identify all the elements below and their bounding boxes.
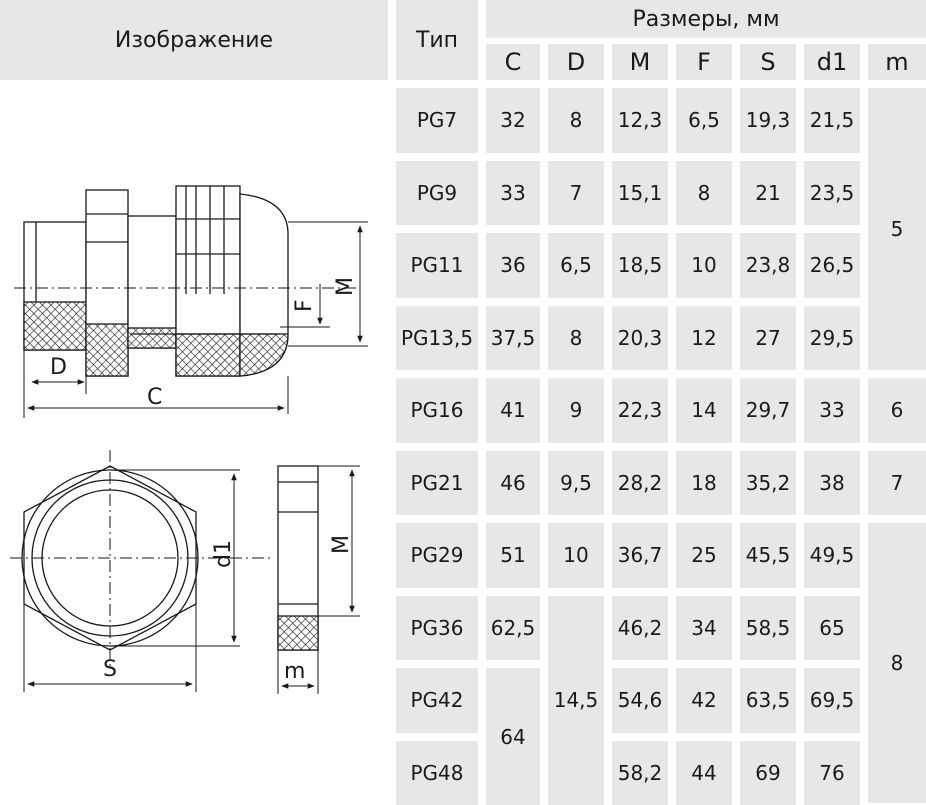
row-f-cell: 14 [676,378,732,443]
row-c-cell: 51 [486,523,540,588]
row-m-cell: 28,2 [612,451,668,516]
row-s-cell: 19,3 [740,88,796,153]
merged-d-cell: 14,5 [548,596,604,805]
row-type-cell: PG29 [396,523,478,588]
row-c-cell: 32 [486,88,540,153]
row-s-cell: 69 [740,741,796,805]
row-d-cell: 7 [548,161,604,226]
side-view [24,186,288,376]
row-m-cell: 15,1 [612,161,668,226]
row-d1-cell: 23,5 [804,161,860,226]
row-d1-cell: 69,5 [804,668,860,733]
row-m-cell: 20,3 [612,306,668,371]
row-d-cell: 9 [548,378,604,443]
row-type-cell: PG13,5 [396,306,478,371]
row-d1-cell: 33 [804,378,860,443]
row-type-cell: PG36 [396,596,478,661]
row-d-cell: 8 [548,306,604,371]
row-d-cell: 10 [548,523,604,588]
header-type: Тип [396,0,478,80]
row-f-cell: 12 [676,306,732,371]
row-f-cell: 34 [676,596,732,661]
label-d1: d1 [211,540,236,568]
row-d1-cell: 21,5 [804,88,860,153]
row-d1-cell: 76 [804,741,860,805]
row-s-cell: 21 [740,161,796,226]
label-m-nut: M [329,535,354,554]
row-s-cell: 23,8 [740,233,796,298]
row-c-cell: 41 [486,378,540,443]
col-header-m-small: m [868,44,926,80]
col-header-s: S [740,44,796,80]
row-d-cell: 6,5 [548,233,604,298]
label-m-top: M [333,277,358,296]
row-f-cell: 25 [676,523,732,588]
merged-c-cell: 64 [486,668,540,805]
row-c-cell: 62,5 [486,596,540,661]
row-d-cell: 9,5 [548,451,604,516]
row-type-cell: PG21 [396,451,478,516]
row-d1-cell: 26,5 [804,233,860,298]
label-c: C [147,385,162,410]
row-m-cell: 54,6 [612,668,668,733]
row-c-cell: 36 [486,233,540,298]
row-f-cell: 44 [676,741,732,805]
merged-m-cell: 6 [868,378,926,443]
label-f: F [292,299,317,312]
row-f-cell: 6,5 [676,88,732,153]
row-d1-cell: 49,5 [804,523,860,588]
row-f-cell: 42 [676,668,732,733]
row-s-cell: 63,5 [740,668,796,733]
row-m-cell: 58,2 [612,741,668,805]
row-m-cell: 36,7 [612,523,668,588]
row-type-cell: PG9 [396,161,478,226]
row-d1-cell: 38 [804,451,860,516]
col-header-c: C [486,44,540,80]
label-m-small: m [284,659,305,684]
row-d1-cell: 29,5 [804,306,860,371]
nut-side-view [278,466,318,650]
row-f-cell: 10 [676,233,732,298]
row-m-cell: 22,3 [612,378,668,443]
col-header-d1: d1 [804,44,860,80]
row-d1-cell: 65 [804,596,860,661]
row-c-cell: 33 [486,161,540,226]
row-type-cell: PG11 [396,233,478,298]
row-d-cell: 8 [548,88,604,153]
row-m-cell: 12,3 [612,88,668,153]
row-type-cell: PG7 [396,88,478,153]
merged-m-cell: 8 [868,523,926,803]
row-type-cell: PG48 [396,741,478,805]
row-c-cell: 37,5 [486,306,540,371]
merged-m-cell: 7 [868,451,926,516]
label-d: D [50,355,67,380]
row-m-cell: 18,5 [612,233,668,298]
header-dimensions: Размеры, мм [486,0,926,38]
row-s-cell: 58,5 [740,596,796,661]
row-type-cell: PG16 [396,378,478,443]
col-header-f: F [676,44,732,80]
header-image: Изображение [0,0,388,80]
row-f-cell: 18 [676,451,732,516]
cable-gland-drawing: D C F M d1 S M m [0,84,390,803]
merged-m-cell: 5 [868,88,926,370]
row-m-cell: 46,2 [612,596,668,661]
row-s-cell: 35,2 [740,451,796,516]
row-c-cell: 46 [486,451,540,516]
row-s-cell: 45,5 [740,523,796,588]
row-s-cell: 29,7 [740,378,796,443]
row-type-cell: PG42 [396,668,478,733]
col-header-d: D [548,44,604,80]
row-f-cell: 8 [676,161,732,226]
col-header-m: M [612,44,668,80]
row-s-cell: 27 [740,306,796,371]
label-s: S [103,657,117,682]
